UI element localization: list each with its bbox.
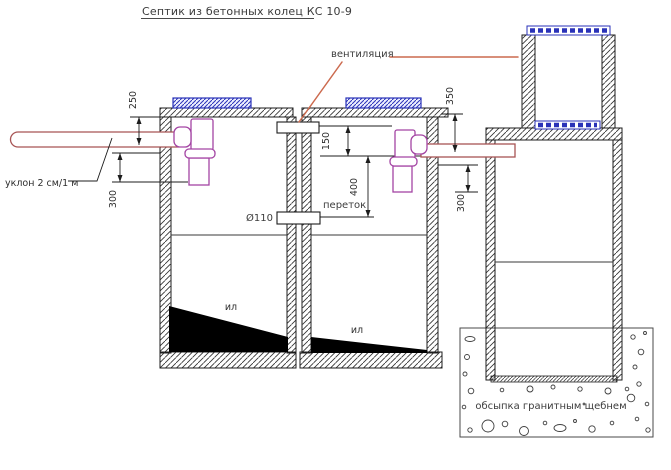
well-left-wall — [485, 139, 496, 381]
chamber1-sludge-label: ил — [225, 302, 237, 313]
dimension-400: 400 — [320, 156, 374, 218]
well-right-wall — [612, 139, 623, 381]
inlet-tee-socket — [173, 126, 192, 148]
gravel-stones — [461, 331, 651, 436]
slope-leader-line — [68, 137, 113, 182]
chamber2-sludge — [311, 337, 427, 353]
ventilation-leader-left — [298, 61, 343, 123]
page-title: Септик из бетонных колец КС 10-9 — [142, 5, 352, 18]
well-bottom-ring-edge — [490, 375, 618, 383]
inlet-tee-body — [190, 118, 214, 151]
chamber2-floor-slab — [299, 351, 443, 369]
vent-stack-left-wall — [521, 34, 536, 129]
slope-label: уклон 2 см/1 м — [5, 178, 78, 189]
overflow-pipe — [276, 211, 321, 225]
pipe-diameter-label: Ø110 — [246, 212, 273, 224]
dimension-300-right: 300 — [438, 164, 478, 212]
septic-chambers: ил ил — [159, 97, 449, 369]
chamber2-cover — [345, 97, 422, 109]
outlet-tee-drop-pipe — [392, 165, 413, 193]
chamber1-right-wall — [286, 116, 297, 354]
inlet-pipe — [9, 131, 179, 148]
dimension-250-label: 250 — [128, 91, 139, 109]
outlet-tee-socket — [410, 134, 428, 155]
outlet-pipe — [420, 143, 516, 158]
ventilation-label: вентиляция — [331, 49, 394, 60]
outlet-tee-coupling — [389, 156, 418, 167]
chamber2-sludge-label: ил — [351, 325, 363, 336]
vent-stack-bottom-grate — [534, 120, 601, 130]
vent-crossover-pipe — [276, 121, 320, 134]
chamber1-top-slab — [159, 107, 294, 118]
inlet-tee-coupling — [184, 148, 216, 159]
chamber1-cover — [172, 97, 252, 109]
dimension-300-right-label: 300 — [456, 194, 467, 212]
vent-stack-top-grate — [526, 25, 611, 36]
dimension-150-label: 150 — [321, 132, 332, 150]
overflow-label: переток — [323, 200, 366, 211]
dimension-350: 350 — [441, 87, 463, 152]
chamber1-floor-slab — [159, 351, 297, 369]
chamber2-left-wall — [301, 116, 312, 354]
vent-stack-right-wall — [601, 34, 616, 129]
gravel-label: обсыпка гранитным щебнем — [475, 401, 626, 412]
inlet-tee-fitting — [173, 118, 216, 186]
dimension-250: 250 — [128, 91, 160, 145]
dimension-350-label: 350 — [445, 87, 456, 105]
chamber2-top-slab — [301, 107, 449, 118]
inlet-tee-drop-pipe — [188, 157, 210, 186]
vent-stack — [521, 25, 616, 130]
chamber1-sludge — [169, 306, 288, 352]
dimension-300-left: 300 — [108, 152, 160, 208]
dimension-400-label: 400 — [349, 178, 360, 196]
dimension-300-left-label: 300 — [108, 190, 119, 208]
outlet-tee-fitting — [389, 129, 428, 193]
well-top-slab — [485, 127, 623, 141]
filtration-well — [485, 127, 623, 383]
dimension-150: 150 — [321, 126, 351, 156]
